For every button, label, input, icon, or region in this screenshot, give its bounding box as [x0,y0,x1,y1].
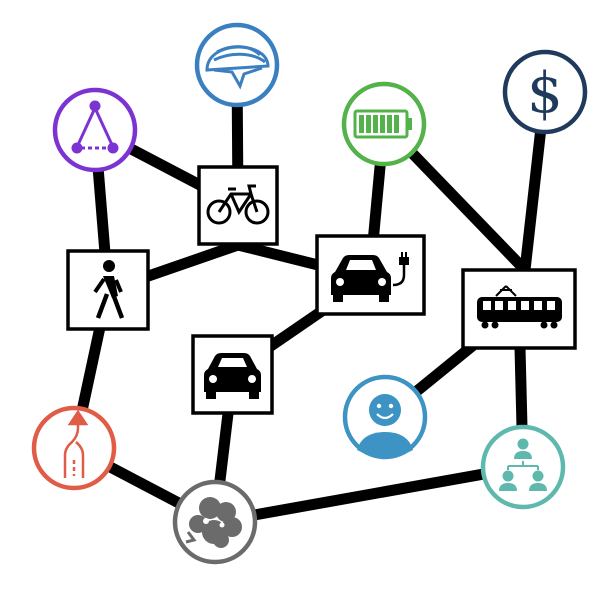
node-dollar: $ [502,49,588,135]
car-icon [204,353,261,399]
people-hierarchy-icon [499,438,547,491]
edge-emission-hierarchy [214,461,524,528]
node-car [191,334,274,415]
tram-icon [477,285,562,329]
bicycle-icon [206,184,270,225]
node-battery [341,81,427,167]
bike-helmet-icon [205,45,270,90]
node-people-hierarchy [480,424,566,510]
node-network-graph [52,87,138,173]
node-lane-change [31,405,117,491]
smiley-user-icon [357,394,413,457]
network-graph-icon [71,100,119,154]
battery-icon [353,109,412,139]
electric-car-icon [331,252,409,302]
node-pedestrian [66,249,150,331]
node-bike-helmet [194,22,280,108]
node-electric-car [315,234,426,316]
node-smiley-user [342,374,428,460]
node-emission-cloud [172,479,258,565]
emission-cloud-icon [185,497,242,548]
lane-change-icon [63,409,89,478]
node-tram [461,268,577,350]
dollar-icon: $ [527,61,563,126]
pedestrian-icon [93,260,125,319]
node-bicycle [197,165,279,246]
